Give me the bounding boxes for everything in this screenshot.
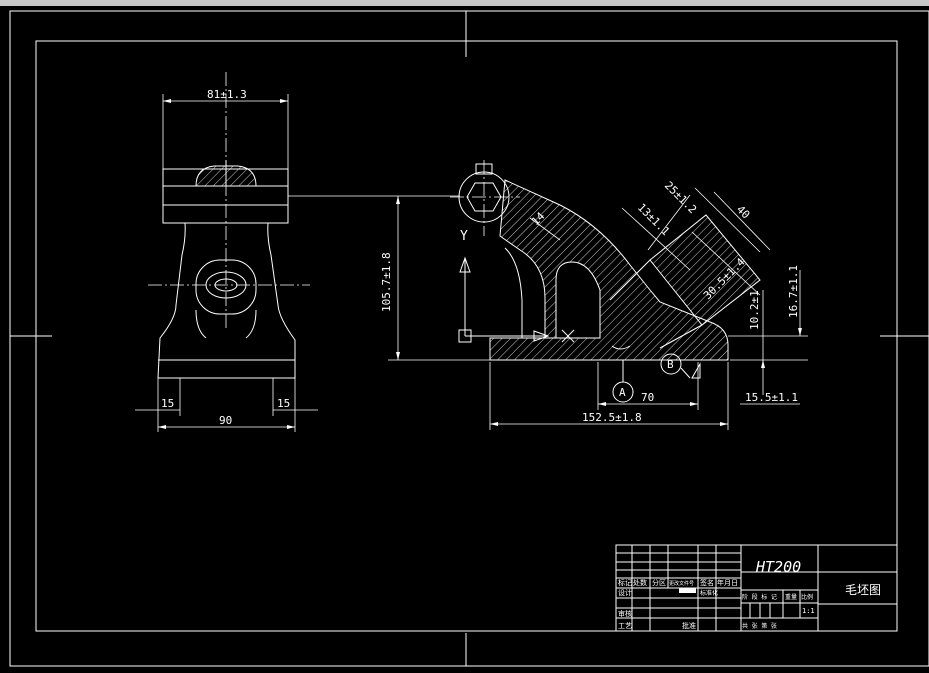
dim-13: 13±1.1 bbox=[635, 201, 672, 238]
tb-scale-label: 比例 bbox=[801, 593, 813, 601]
tb-process: 工艺 bbox=[618, 622, 632, 630]
tb-standard: 标准化 bbox=[700, 589, 718, 597]
tb-change: 更改文件号 bbox=[669, 580, 694, 587]
dim-40: 40 bbox=[734, 203, 753, 222]
sheet-frame bbox=[9, 10, 929, 667]
tb-design: 设计 bbox=[618, 588, 632, 597]
dim-16: 16.7±1.1 bbox=[787, 265, 800, 318]
tb-mark: 标记 bbox=[618, 578, 632, 587]
drawing-name: 毛坯图 bbox=[845, 583, 881, 597]
axis-y-label: Y bbox=[460, 229, 468, 244]
datum-b-label: B bbox=[667, 358, 674, 371]
cad-drawing-canvas[interactable]: 81±1.3 15 15 90 bbox=[0, 6, 929, 673]
tb-weight: 重量 bbox=[785, 593, 797, 601]
dim-70: 70 bbox=[641, 391, 654, 404]
tb-scale-value: 1:1 bbox=[802, 607, 815, 615]
side-view bbox=[288, 160, 808, 430]
window-top-strip bbox=[0, 0, 929, 6]
dim-25: 25±1.2 bbox=[662, 179, 699, 216]
tb-date: 年月日 bbox=[717, 578, 738, 587]
dim-bottom-width: 90 bbox=[219, 414, 232, 427]
dim-10: 10.2±1 bbox=[748, 290, 761, 330]
tb-review: 审核 bbox=[618, 609, 632, 618]
tb-sign: 签名 bbox=[700, 578, 714, 587]
material-label: HT200 bbox=[755, 558, 801, 576]
tb-stage: 阶 段 标 记 bbox=[742, 593, 777, 601]
title-block bbox=[615, 544, 898, 632]
dim-15-5: 15.5±1.1 bbox=[745, 391, 798, 404]
tb-count: 处数 bbox=[633, 578, 647, 587]
tb-zone: 分区 bbox=[652, 578, 666, 587]
tb-approve: 批准 bbox=[682, 621, 696, 630]
dim-bottom-right: 15 bbox=[277, 397, 290, 410]
dim-bottom-left: 15 bbox=[161, 397, 174, 410]
front-view bbox=[135, 72, 318, 432]
dim-152: 152.5±1.8 bbox=[582, 411, 642, 424]
dim-top-width: 81±1.3 bbox=[207, 88, 247, 101]
dim-height-main: 105.7±1.8 bbox=[380, 252, 393, 312]
tb-sheets: 共 张 第 张 bbox=[742, 622, 777, 630]
datum-a-label: A bbox=[619, 386, 626, 399]
